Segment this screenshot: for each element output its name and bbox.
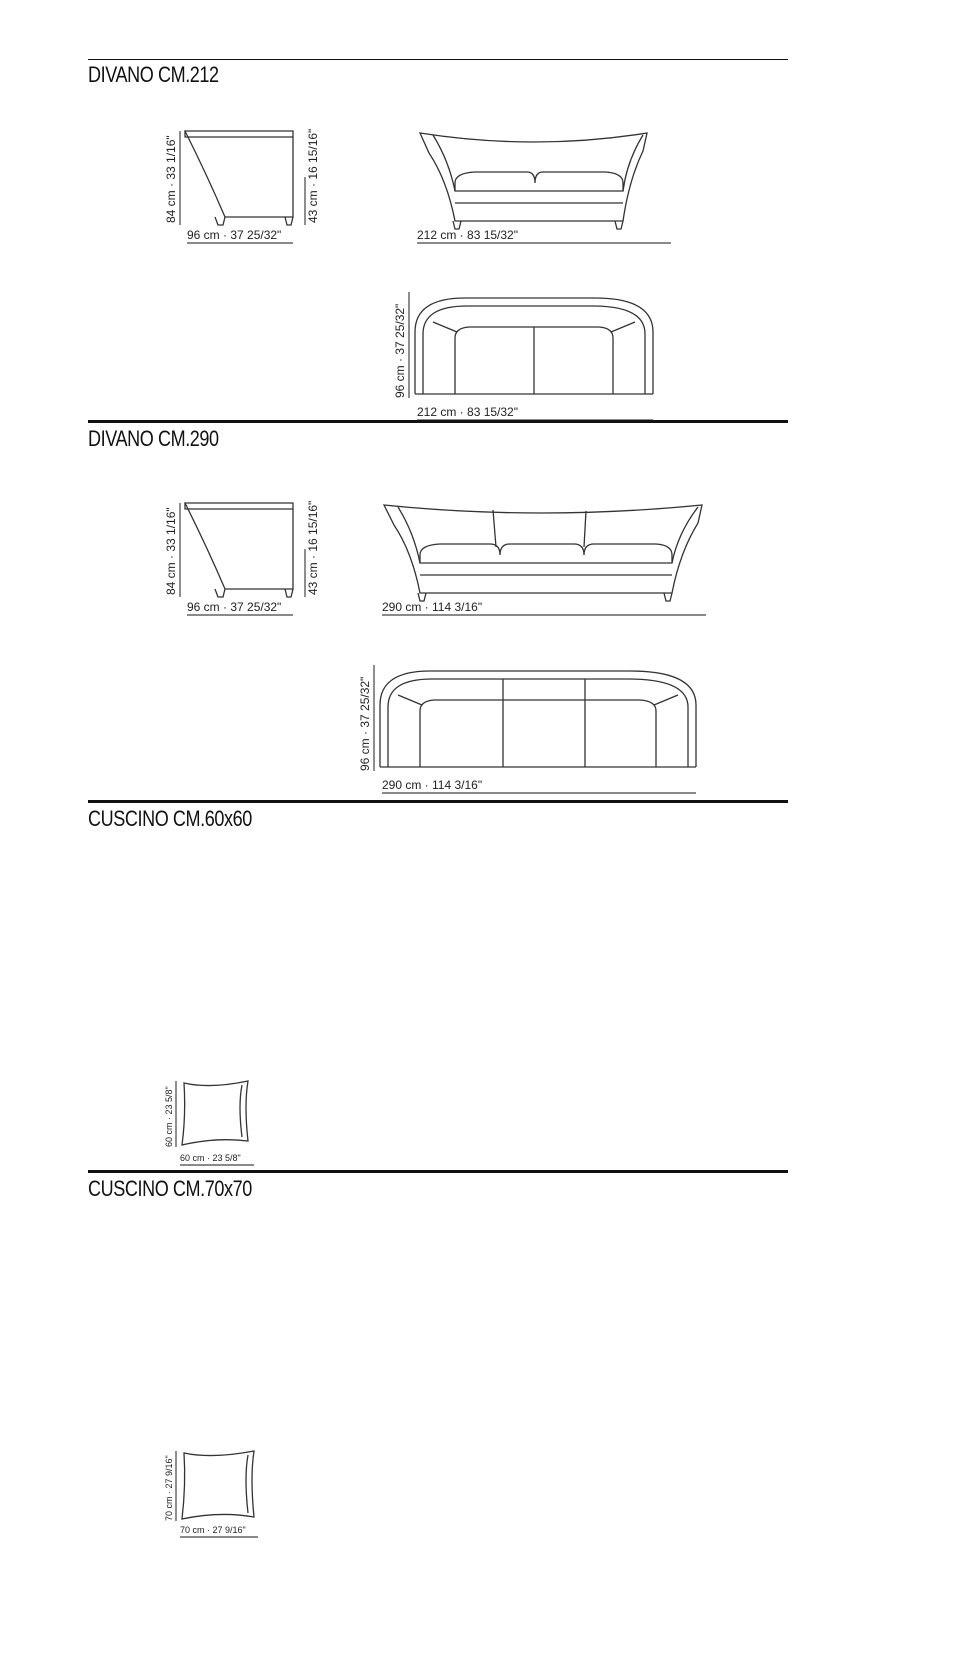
- width-dimension-label: 70 cm · 27 9/16": [180, 1525, 246, 1535]
- section-divider: [88, 1170, 788, 1173]
- section-divano-212: DIVANO CM.212: [88, 0, 788, 430]
- front-view-drawing: 212 cm · 83 15/32": [417, 132, 671, 244]
- cushion-drawing: 70 cm · 27 9/16" 70 cm · 27 9/16": [164, 1450, 258, 1538]
- depth-dimension-label: 96 cm · 37 25/32": [187, 600, 281, 614]
- top-view-drawing: 96 cm · 37 25/32" 212 cm · 83 15/32": [393, 292, 654, 421]
- seat-height-dimension-label: 43 cm · 16 15/16": [306, 129, 320, 223]
- width-dimension-label: 60 cm · 23 5/8": [180, 1153, 241, 1163]
- width-dimension-label: 290 cm · 114 3/16": [382, 778, 482, 792]
- section-title: CUSCINO CM.60x60: [88, 806, 252, 831]
- cushion-drawing: 60 cm · 23 5/8" 60 cm · 23 5/8": [164, 1080, 254, 1166]
- side-view-drawing: 84 cm · 33 1/16" 43 cm · 16 15/16" 96 cm…: [164, 129, 320, 244]
- width-dimension-label: 290 cm · 114 3/16": [382, 600, 482, 614]
- section-cuscino-60: CUSCINO CM.60x60: [88, 800, 788, 1180]
- top-view-drawing: 96 cm · 37 25/32" 290 cm · 114 3/16": [358, 665, 697, 794]
- height-dimension-label: 84 cm · 33 1/16": [164, 135, 178, 223]
- section-cuscino-70: CUSCINO CM.70x70: [88, 1170, 788, 1590]
- side-view-drawing: 84 cm · 33 1/16" 43 cm · 16 15/16" 96 cm…: [164, 501, 320, 616]
- width-dimension-label: 212 cm · 83 15/32": [417, 405, 518, 419]
- depth-dimension-label: 96 cm · 37 25/32": [393, 304, 407, 398]
- section-divider: [88, 800, 788, 803]
- section-divano-290: DIVANO CM.290: [88, 420, 788, 810]
- height-dimension-label: 84 cm · 33 1/16": [164, 507, 178, 595]
- section-title: CUSCINO CM.70x70: [88, 1176, 252, 1201]
- section-title: DIVANO CM.212: [88, 62, 219, 87]
- depth-dimension-label: 96 cm · 37 25/32": [187, 228, 281, 242]
- depth-dimension-label: 96 cm · 37 25/32": [358, 677, 372, 771]
- front-view-drawing: 290 cm · 114 3/16": [382, 504, 706, 616]
- height-dimension-label: 60 cm · 23 5/8": [164, 1086, 174, 1147]
- width-dimension-label: 212 cm · 83 15/32": [417, 228, 518, 242]
- section-divider: [88, 420, 788, 423]
- seat-height-dimension-label: 43 cm · 16 15/16": [306, 501, 320, 595]
- section-title: DIVANO CM.290: [88, 426, 219, 451]
- height-dimension-label: 70 cm · 27 9/16": [164, 1455, 174, 1521]
- section-divider: [88, 59, 788, 60]
